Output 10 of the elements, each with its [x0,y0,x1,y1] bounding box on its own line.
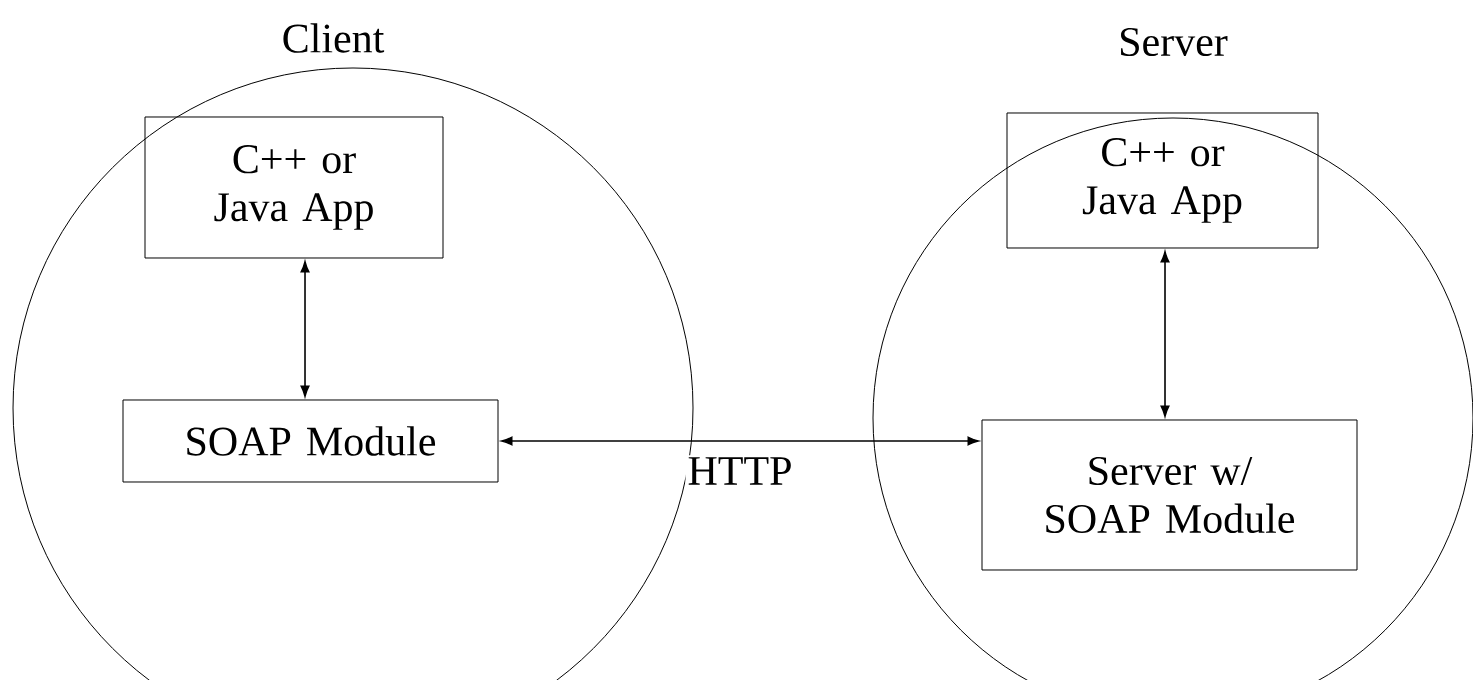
arrow [300,261,310,397]
process-box: Server w/ SOAP Module [981,419,1358,571]
arrow [501,436,979,446]
node-label: Client [283,23,385,53]
process-box: SOAP Module [122,399,499,483]
process-box: C++ or Java App [1006,112,1319,249]
edge-label: HTTP [685,455,795,487]
process-box: C++ or Java App [144,116,444,259]
arrow [1160,251,1170,417]
node-label: Server [1121,27,1228,57]
